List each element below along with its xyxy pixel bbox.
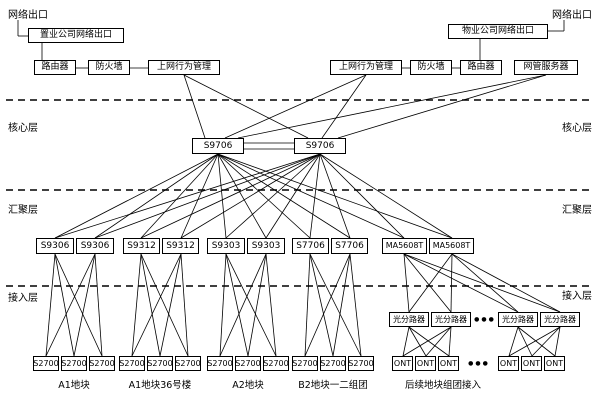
- label-network-exit-top-right: 网络出口: [552, 9, 592, 21]
- node-s2700-g2-2: S2700: [147, 356, 173, 371]
- node-s2700-g1-2: S2700: [61, 356, 87, 371]
- node-s2700-g3-1: S2700: [207, 356, 233, 371]
- node-nms-server: 网管服务器: [514, 60, 578, 75]
- node-ont-3: ONT: [438, 356, 459, 371]
- node-agg-s9303-b: S9303: [247, 238, 285, 254]
- node-agg-ma5608t-a: MA5608T: [382, 238, 427, 254]
- node-ont-2: ONT: [415, 356, 436, 371]
- node-left-behavior-mgmt: 上网行为管理: [148, 60, 220, 75]
- label-group-a1: A1地块: [58, 380, 90, 391]
- node-s2700-g4-1: S2700: [292, 356, 318, 371]
- label-group-a2: A2地块: [232, 380, 264, 391]
- node-right-behavior-mgmt: 上网行为管理: [330, 60, 402, 75]
- node-right-router: 路由器: [460, 60, 502, 75]
- node-splitter-2: 光分路器: [431, 312, 471, 327]
- node-ont-5: ONT: [521, 356, 542, 371]
- node-agg-s9312-a: S9312: [123, 238, 160, 254]
- node-ont-1: ONT: [392, 356, 413, 371]
- node-core-switch-2: S9706: [294, 138, 346, 154]
- node-s2700-g4-3: S2700: [348, 356, 374, 371]
- label-aggregation-layer-left: 汇聚层: [8, 205, 38, 216]
- label-network-exit-top-left: 网络出口: [8, 9, 48, 21]
- node-splitter-3: 光分路器: [498, 312, 538, 327]
- label-group-b2: B2地块一二组团: [298, 380, 368, 391]
- node-s2700-g2-1: S2700: [119, 356, 145, 371]
- node-agg-ma5608t-b: MA5608T: [429, 238, 474, 254]
- ellipsis-splitters: ●●●: [474, 316, 496, 323]
- node-s2700-g2-3: S2700: [175, 356, 201, 371]
- node-s2700-g4-2: S2700: [320, 356, 346, 371]
- label-group-a1-36: A1地块36号楼: [128, 380, 192, 391]
- node-ont-6: ONT: [544, 356, 565, 371]
- label-access-layer-left: 接入层: [8, 293, 38, 304]
- node-agg-s7706-b: S7706: [331, 238, 368, 254]
- node-core-switch-1: S9706: [192, 138, 244, 154]
- node-ont-4: ONT: [498, 356, 519, 371]
- node-s2700-g3-2: S2700: [235, 356, 261, 371]
- node-agg-s9306-a: S9306: [36, 238, 74, 254]
- node-s2700-g1-3: S2700: [89, 356, 115, 371]
- node-left-company-exit: 置业公司网络出口: [28, 28, 124, 43]
- label-group-future: 后续地块组团接入: [404, 380, 481, 391]
- label-core-layer-left: 核心层: [8, 123, 38, 134]
- node-agg-s9306-b: S9306: [76, 238, 114, 254]
- ellipsis-onts: ●●●: [468, 360, 490, 367]
- node-s2700-g1-1: S2700: [33, 356, 59, 371]
- node-agg-s7706-a: S7706: [292, 238, 329, 254]
- node-s2700-g3-3: S2700: [263, 356, 289, 371]
- label-aggregation-layer-right: 汇聚层: [562, 205, 592, 216]
- node-right-firewall: 防火墙: [410, 60, 452, 75]
- node-splitter-1: 光分路器: [389, 312, 429, 327]
- node-right-company-exit: 物业公司网络出口: [448, 24, 548, 39]
- node-left-router: 路由器: [34, 60, 76, 75]
- node-agg-s9312-b: S9312: [162, 238, 199, 254]
- node-agg-s9303-a: S9303: [207, 238, 245, 254]
- label-access-layer-right: 接入层: [562, 291, 592, 302]
- node-splitter-4: 光分路器: [540, 312, 580, 327]
- node-left-firewall: 防火墙: [88, 60, 130, 75]
- label-core-layer-right: 核心层: [562, 123, 592, 134]
